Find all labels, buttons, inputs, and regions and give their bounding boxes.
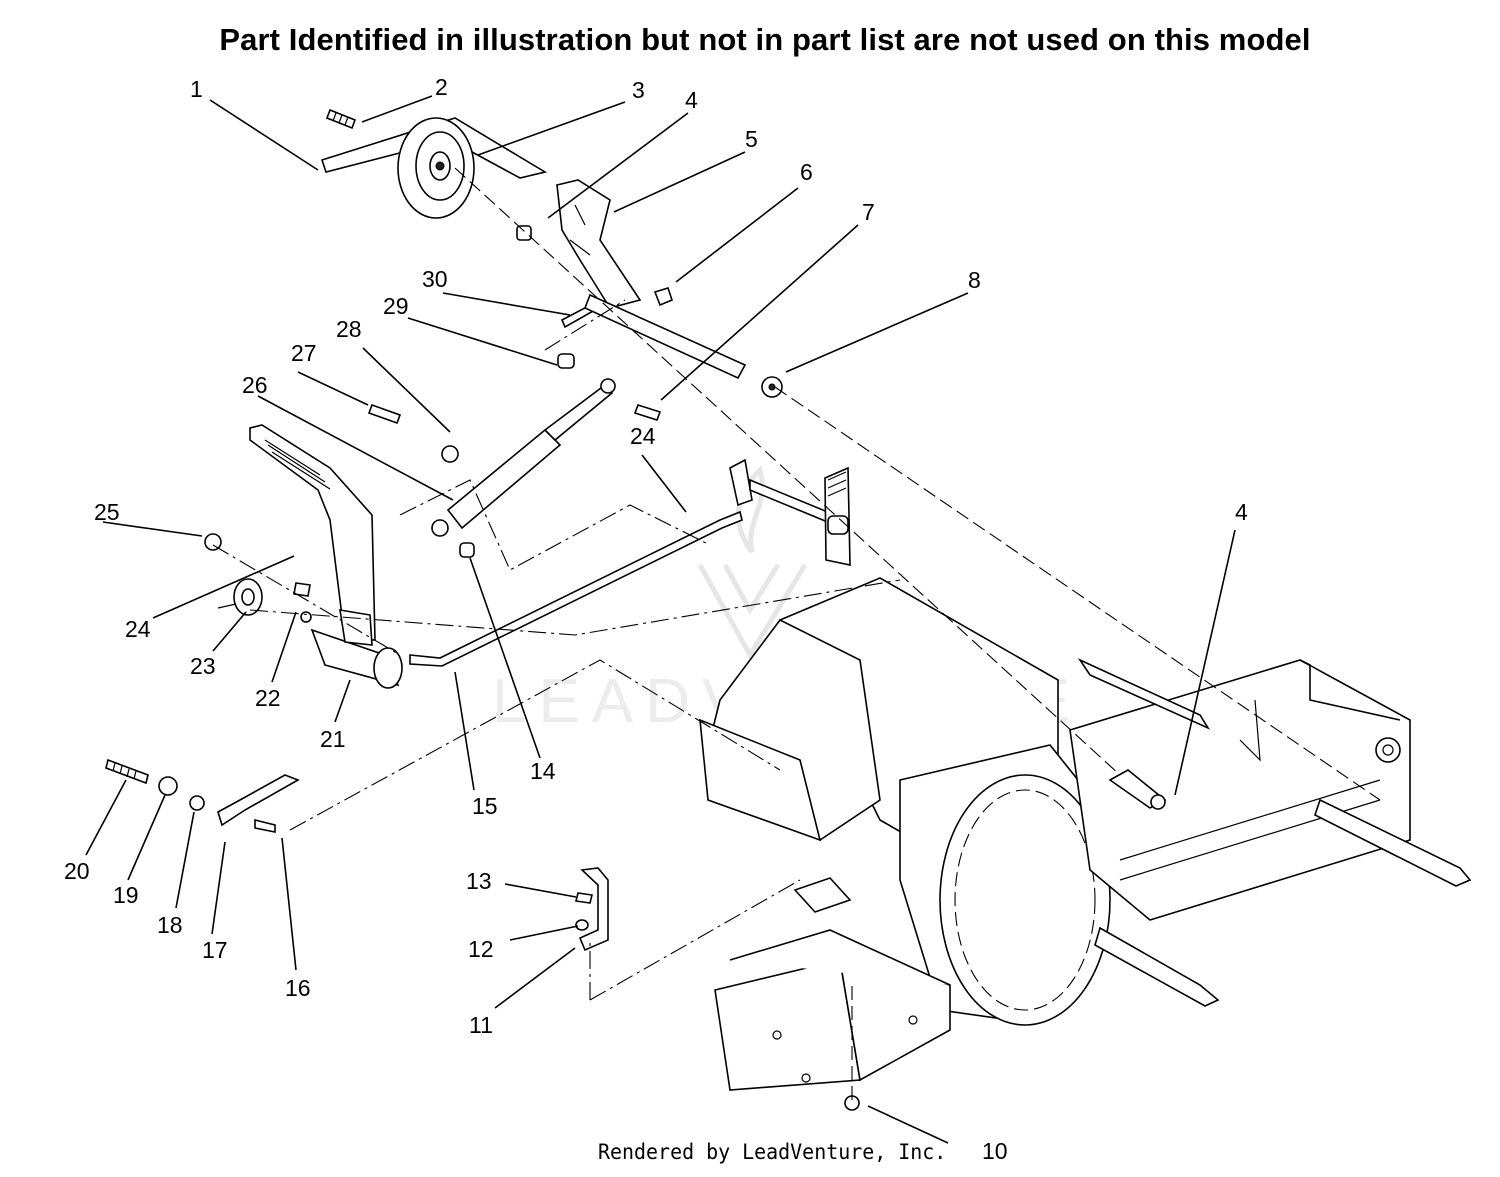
callout-15: 15	[472, 793, 498, 819]
tractor-frame	[699, 577, 1472, 1111]
callout-28: 28	[336, 316, 362, 342]
callout-13: 13	[466, 868, 492, 894]
callout-27: 27	[291, 340, 317, 366]
callout-1: 1	[190, 76, 203, 102]
center-lines	[212, 167, 1381, 1100]
callout-11: 11	[469, 1012, 493, 1038]
lower-linkage	[105, 758, 300, 833]
callout-10: 10	[982, 1138, 1008, 1164]
callout-19: 19	[113, 882, 139, 908]
callout-20: 20	[64, 858, 90, 884]
callout-6: 6	[800, 159, 813, 185]
footer-credit: Rendered by LeadVenture, Inc.	[598, 1140, 947, 1164]
callout-22: 22	[255, 685, 281, 711]
callout-24-upper: 24	[630, 423, 656, 449]
clip-assembly	[575, 867, 609, 952]
callout-2: 2	[435, 74, 448, 100]
callout-3: 3	[632, 77, 645, 103]
callout-12: 12	[468, 936, 494, 962]
callout-16: 16	[285, 975, 311, 1001]
page-title: Part Identified in illustration but not …	[219, 22, 1311, 57]
callout-4-lower: 4	[1235, 499, 1248, 525]
damper-assembly	[367, 353, 783, 558]
callout-23: 23	[190, 653, 216, 679]
callout-24-lower: 24	[125, 616, 151, 642]
idler-arm-assembly	[320, 108, 548, 219]
callout-4-upper: 4	[685, 87, 698, 113]
callout-26: 26	[242, 372, 268, 398]
callout-25: 25	[94, 499, 120, 525]
callout-5: 5	[745, 126, 758, 152]
callout-8: 8	[968, 267, 981, 293]
callout-14: 14	[530, 758, 556, 784]
callout-labels: 1 2 3 4 5 6 7 8 30 29 28 27 26 24 4 25 2…	[64, 74, 1248, 1164]
callout-30: 30	[422, 266, 448, 292]
callout-29: 29	[383, 293, 409, 319]
control-rod	[409, 458, 851, 667]
callout-18: 18	[157, 912, 183, 938]
bracket-assembly	[516, 179, 747, 380]
pedal-assembly	[204, 424, 403, 689]
leader-lines	[85, 95, 1236, 1144]
callout-7: 7	[862, 199, 875, 225]
callout-17: 17	[202, 937, 228, 963]
callout-21: 21	[320, 726, 346, 752]
